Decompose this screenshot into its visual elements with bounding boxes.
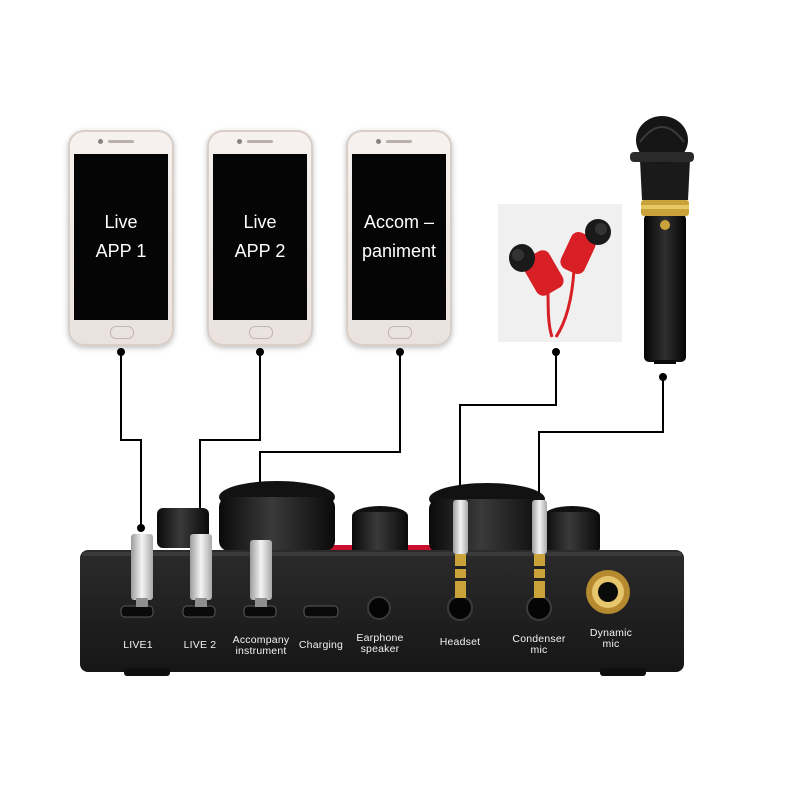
port-label-dynamic: Dynamic mic: [578, 628, 644, 650]
phone-screen-line: Accom –: [364, 208, 434, 237]
label-line: mic: [502, 645, 576, 656]
label-line: mic: [578, 639, 644, 650]
phone-screen: Live APP 2: [213, 154, 307, 320]
port-label-accompany: Accompany instrument: [226, 635, 296, 657]
port-label-earphone: Earphone speaker: [347, 633, 413, 655]
phone-screen-line: APP 1: [96, 237, 147, 266]
phone-speaker: [108, 140, 134, 143]
usb-plugs: [131, 534, 272, 607]
label-line: speaker: [347, 644, 413, 655]
phone-camera: [237, 139, 242, 144]
phone-screen-line: Live: [243, 208, 276, 237]
phone-screen-line: APP 2: [235, 237, 286, 266]
connection-wires: [121, 352, 663, 532]
phone-home-button: [110, 326, 134, 339]
condenser-microphone: [630, 116, 694, 364]
phone-screen-line: paniment: [362, 237, 436, 266]
phone-screen: Live APP 1: [74, 154, 168, 320]
port-label-headset: Headset: [430, 637, 490, 648]
phone-screen-line: Live: [104, 208, 137, 237]
port-label-live1: LIVE1: [113, 640, 163, 651]
phone-accompaniment: Accom – paniment: [346, 130, 452, 346]
earphones-image: [498, 204, 622, 342]
port-label-live2: LIVE 2: [175, 640, 225, 651]
label-line: instrument: [226, 646, 296, 657]
phone-home-button: [249, 326, 273, 339]
phone-camera: [98, 139, 103, 144]
phone-live-app-2: Live APP 2: [207, 130, 313, 346]
phone-camera: [376, 139, 381, 144]
phone-home-button: [388, 326, 412, 339]
phone-speaker: [386, 140, 412, 143]
phone-speaker: [247, 140, 273, 143]
phone-screen: Accom – paniment: [352, 154, 446, 320]
phone-live-app-1: Live APP 1: [68, 130, 174, 346]
port-label-condenser: Condenser mic: [502, 634, 576, 656]
port-label-charging: Charging: [292, 640, 350, 651]
